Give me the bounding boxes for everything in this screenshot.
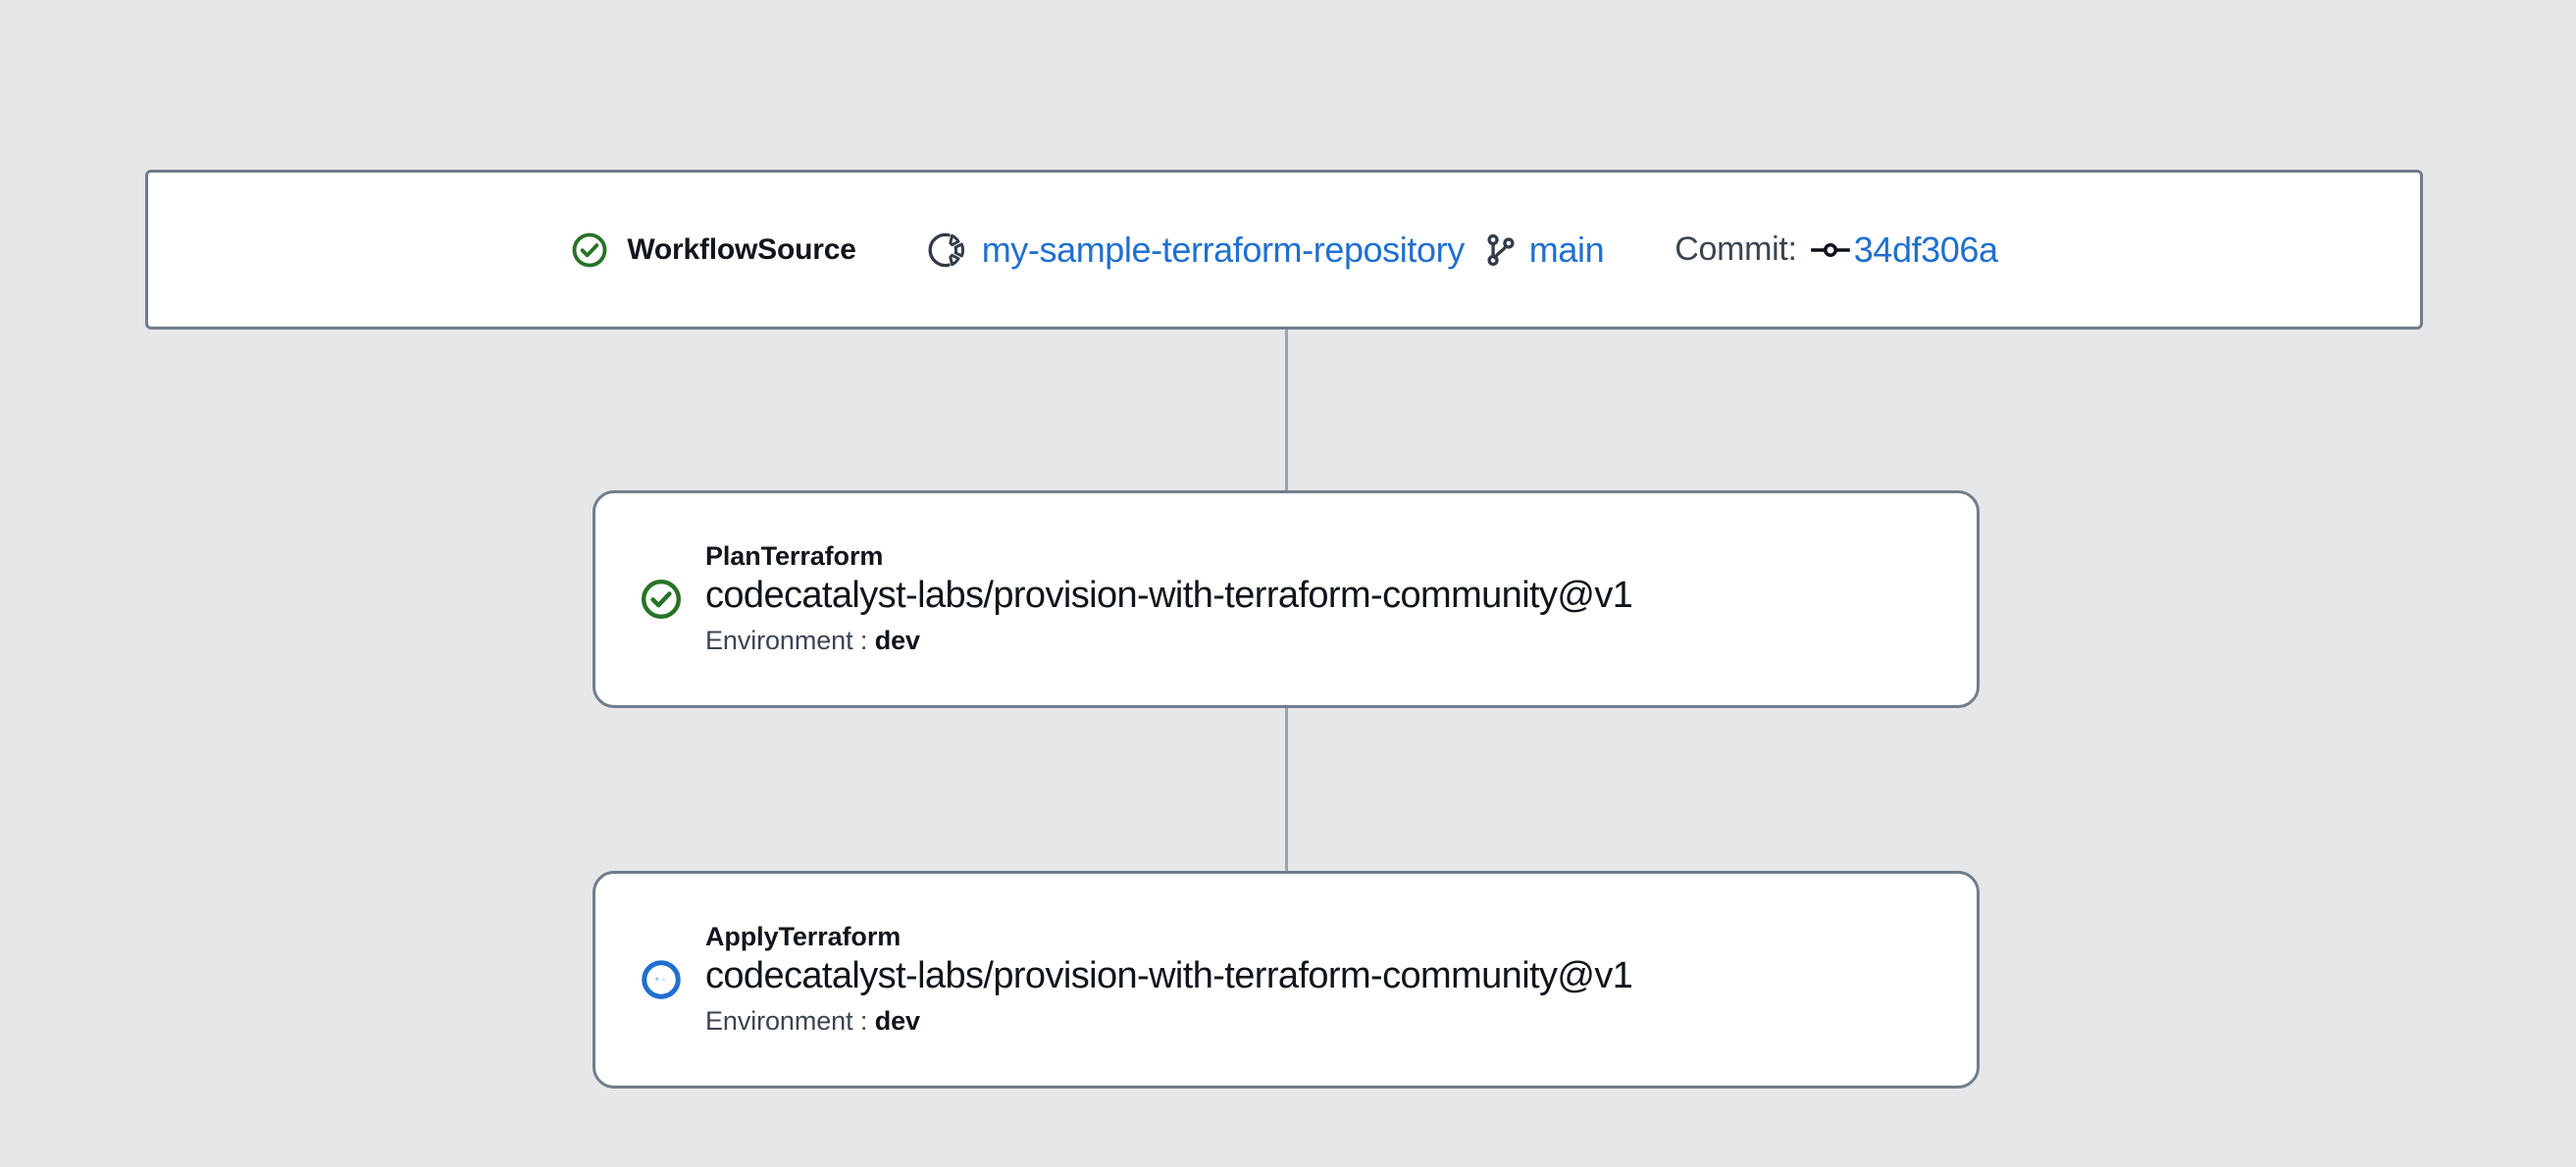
workflow-source-title: WorkflowSource [627,232,856,266]
environment-value: dev [874,626,920,656]
action-name: ApplyTerraform [705,921,902,951]
connector-source-to-plan [1285,329,1288,492]
circle-check-icon [631,577,692,622]
action-text-group: PlanTerraform codecatalyst-labs/provisio… [705,540,1633,659]
action-name: PlanTerraform [705,540,884,571]
action-reference: codecatalyst-labs/provision-with-terrafo… [705,955,1633,997]
source-repository-icon [927,229,968,271]
git-commit-icon [1810,236,1850,264]
commit-hash-link[interactable]: 34df306a [1853,228,1998,270]
connector-plan-to-apply [1285,704,1288,871]
source-card-content: WorkflowSource my-sample-terraform-repos… [570,228,1998,271]
repository-group: my-sample-terraform-repository main [927,229,1605,271]
repository-link[interactable]: my-sample-terraform-repository [981,228,1465,270]
environment-value: dev [874,1006,920,1037]
commit-label: Commit: [1674,230,1797,268]
action-environment: Environment : dev [705,1004,1632,1039]
workflow-source-card[interactable]: WorkflowSource my-sample-terraform-repos… [145,170,2423,330]
environment-label: Environment : [705,1006,868,1037]
action-card-applyterraform[interactable]: ApplyTerraform codecatalyst-labs/provisi… [592,871,1980,1089]
branch-link[interactable]: main [1528,228,1605,270]
action-text-group: ApplyTerraform codecatalyst-labs/provisi… [705,921,1633,1040]
action-reference: codecatalyst-labs/provision-with-terrafo… [705,575,1633,617]
circle-check-icon [570,230,609,270]
commit-group: Commit: 34df306a [1674,228,1998,271]
circle-in-progress-icon [631,957,692,1002]
action-card-planterraform[interactable]: PlanTerraform codecatalyst-labs/provisio… [592,490,1980,708]
environment-label: Environment : [705,626,868,656]
action-environment: Environment : dev [705,624,1632,658]
git-branch-icon [1482,231,1520,269]
